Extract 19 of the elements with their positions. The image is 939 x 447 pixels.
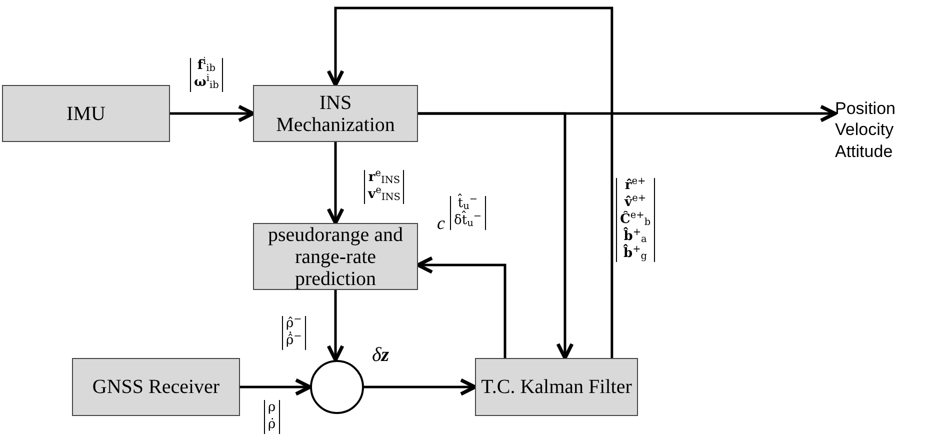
arrow xyxy=(364,378,477,396)
vector-label: ρ ρ̇ xyxy=(264,400,280,434)
arrow xyxy=(326,290,344,362)
arrow xyxy=(326,142,344,225)
process-box: INS Mechanization xyxy=(253,85,418,142)
scale-factor: c xyxy=(437,212,445,235)
process-box: IMU xyxy=(2,85,170,142)
process-box: pseudorange and range-rate prediction xyxy=(253,223,418,290)
arrow xyxy=(326,6,614,358)
output-text: Position Velocity Attitude xyxy=(835,98,896,162)
summing-junction xyxy=(310,360,364,414)
arrow xyxy=(240,378,312,396)
arrow xyxy=(170,104,255,122)
process-box: T.C. Kalman Filter xyxy=(475,358,638,416)
arrow xyxy=(418,112,574,360)
arrow xyxy=(416,256,506,358)
process-box: GNSS Receiver xyxy=(72,358,240,416)
edge-label: δz xyxy=(372,343,390,368)
vector-label: ρ̂$^{−}$ ρ̂̇$^{−}$ xyxy=(282,316,306,350)
